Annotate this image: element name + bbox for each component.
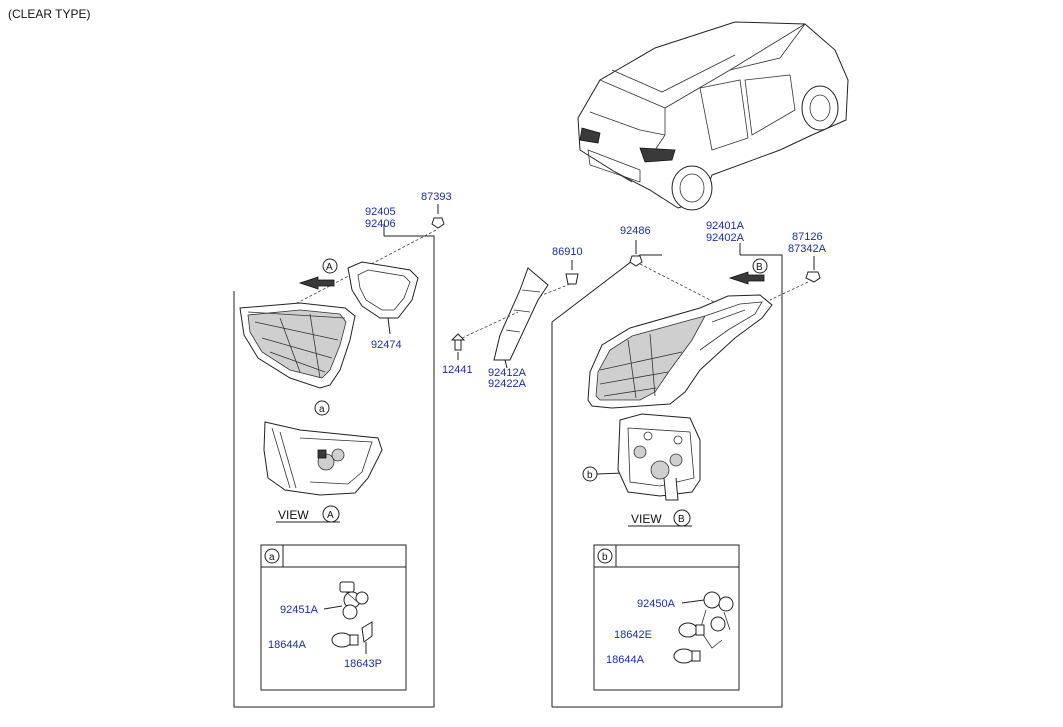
screw-12441 <box>450 333 466 351</box>
part-number-92401A[interactable]: 92401A <box>706 220 745 232</box>
part-number-92402A[interactable]: 92402A <box>706 232 745 244</box>
detail-box-a-label: a <box>269 552 275 563</box>
left-group-bracket <box>233 235 435 708</box>
bulb-18643P <box>361 621 373 643</box>
part-number-18643P[interactable]: 18643P <box>344 658 382 670</box>
clip-86910 <box>565 273 579 285</box>
view-a-text: VIEW <box>278 508 309 522</box>
callout-b-label: B <box>756 262 763 273</box>
clip-87126 <box>805 271 821 283</box>
part-number-92405[interactable]: 92405 <box>365 206 396 218</box>
callout-a-circle <box>322 258 338 274</box>
part-number-86910[interactable]: 86910 <box>552 246 583 258</box>
detail-box-a <box>260 544 407 691</box>
view-a-lamp-rear <box>263 421 383 496</box>
nut-87393 <box>431 217 445 229</box>
bulb-18644A-left <box>331 632 359 648</box>
view-arrow-b <box>728 271 765 285</box>
part-number-92486[interactable]: 92486 <box>620 225 651 237</box>
part-number-92474[interactable]: 92474 <box>371 339 402 351</box>
outer-lamp-assembly <box>587 294 773 409</box>
part-number-92412A[interactable]: 92412A <box>488 367 527 379</box>
gasket-92474 <box>347 261 419 319</box>
right-group-bracket <box>551 254 783 708</box>
detail-callout-a-label: a <box>319 404 325 415</box>
part-number-18644A-right[interactable]: 18644A <box>606 654 645 666</box>
inner-lamp-assembly <box>239 302 356 389</box>
callout-b-circle <box>752 258 768 274</box>
callout-a-label: A <box>326 262 333 273</box>
part-number-87393[interactable]: 87393 <box>421 191 452 203</box>
view-b-text: VIEW <box>631 512 662 526</box>
part-number-92406[interactable]: 92406 <box>365 218 396 230</box>
detail-callout-b-label: b <box>587 470 593 481</box>
part-number-18644A-left[interactable]: 18644A <box>268 639 307 651</box>
bulb-18642E <box>678 622 705 638</box>
socket-92451A <box>339 581 369 620</box>
part-number-92422A[interactable]: 92422A <box>488 378 527 390</box>
bulb-18644A-right <box>673 648 701 664</box>
part-number-92450A[interactable]: 92450A <box>637 598 676 610</box>
view-arrow-a <box>298 276 335 290</box>
part-number-87342A[interactable]: 87342A <box>788 243 827 255</box>
part-number-92451A[interactable]: 92451A <box>280 604 319 616</box>
part-number-87126[interactable]: 87126 <box>792 231 823 243</box>
detail-callout-a-circle <box>314 400 330 416</box>
part-number-18642E[interactable]: 18642E <box>614 629 652 641</box>
socket-92450A <box>699 591 734 649</box>
diagram-title: (CLEAR TYPE) <box>8 7 90 21</box>
vehicle-illustration <box>577 21 849 211</box>
view-b-circle-label: B <box>678 514 685 525</box>
view-a-circle-label: A <box>327 510 334 521</box>
detail-box-b-label: b <box>602 552 608 563</box>
part-number-12441[interactable]: 12441 <box>442 364 473 376</box>
clip-92486 <box>629 255 643 267</box>
bracket-92412A <box>493 267 549 361</box>
detail-box-b <box>593 544 740 691</box>
view-b-lamp-rear <box>617 413 701 501</box>
